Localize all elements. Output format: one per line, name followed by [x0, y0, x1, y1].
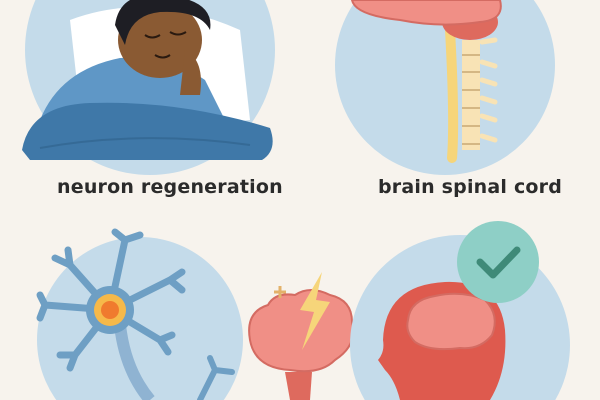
caption-brain-spinal-cord: brain spinal cord [378, 176, 563, 198]
brain-lightning-icon [248, 272, 355, 400]
sleeping-person-icon [22, 0, 275, 175]
caption-neuron-regeneration: neuron regeneration [57, 176, 283, 198]
brain-spinal-cord-icon [335, 0, 555, 175]
neuron-cell-icon [36, 228, 243, 400]
head-brain-checkmark-icon [350, 221, 570, 400]
